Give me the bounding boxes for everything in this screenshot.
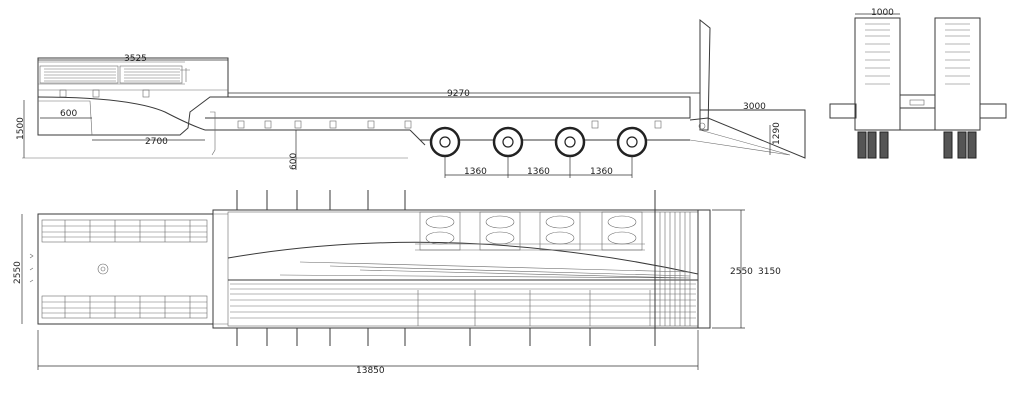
side-view [22,18,806,159]
top-view-dimensions: 2550 2550 3150 13850 [13,209,781,376]
side-view-dimensions: 3525 9270 3000 1500 600 2700 600 1290 13… [16,54,805,178]
dim-axle-spacing-1: 1360 [464,167,487,177]
top-view [29,190,711,346]
dim-total-platform: 9270 [447,89,470,99]
dim-gooseneck-length: 3525 [124,54,147,64]
dim-plan-width: 2550 [13,261,23,284]
dim-axle-spacing-2: 1360 [527,167,550,177]
dim-inner-width: 2550 [730,267,753,277]
dim-axle-spacing-3: 1360 [590,167,613,177]
front-view: 1000 [829,8,1007,159]
dim-neck-offset: 600 [60,109,77,119]
dim-ramp-height: 1290 [772,122,782,145]
dim-neck-base: 2700 [145,137,168,147]
dim-front-view-width: 1000 [871,8,894,18]
dim-outer-width: 3150 [758,267,781,277]
dim-overall-height: 1500 [16,117,26,140]
dim-ramp-length: 3000 [743,102,766,112]
dim-deck-height: 600 [289,153,299,170]
dim-overall-length: 13850 [356,366,385,376]
